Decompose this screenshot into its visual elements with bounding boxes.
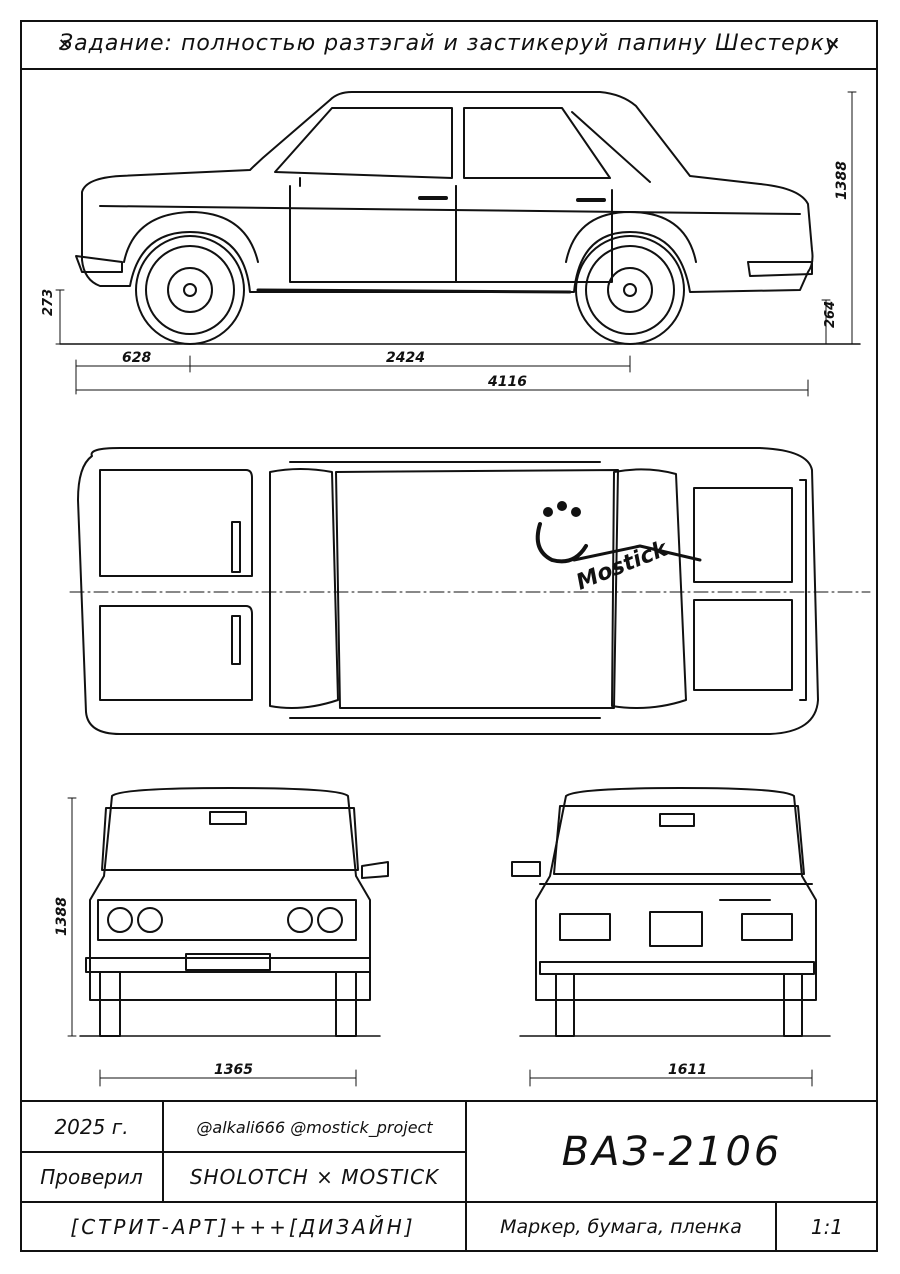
dim-front-track: 1365 [214,1062,253,1078]
drawing-sheet: × Задание: полностью разтэгай и застикер… [20,20,878,1252]
title-materials: Маркер, бумага, пленка [500,1216,742,1238]
header-title: Задание: полностью разтэгай и застикеруй… [59,31,839,56]
header-bar: × Задание: полностью разтэгай и застикер… [22,22,876,70]
title-authors: @alkali666 @mostick_project [196,1117,433,1137]
dim-rear-clearance: 264 [823,301,838,328]
front-view [79,787,389,1037]
side-dimension-lines [55,91,857,397]
mostick-sticker [535,501,702,564]
top-view [69,447,871,735]
header-right-mark: × [826,34,840,53]
title-year: 2025 г. [54,1115,129,1139]
title-tags: [СТРИТ-АРТ]+++[ДИЗАЙН] [70,1215,416,1239]
title-scale: 1:1 [810,1215,844,1239]
title-collab: SHOLOTCH × MOSTICK [189,1165,440,1189]
dim-rear-width: 1611 [668,1062,707,1078]
title-block-frame [20,1100,878,1252]
dim-side-height: 1388 [834,161,850,200]
rear-view [511,787,831,1037]
dim-front-clearance: 273 [41,289,56,316]
dim-front-overhang: 628 [122,350,151,366]
title-model: ВАЗ-2106 [561,1129,783,1175]
blueprint-drawing: 1388 273 264 628 2424 4116 1388 1365 161… [41,91,871,1087]
rear-dimension-lines [529,1069,813,1087]
side-view [59,91,861,345]
dim-wheelbase: 2424 [386,350,425,366]
front-dimension-lines [67,797,357,1087]
title-checked: Проверил [40,1165,143,1189]
header-left-mark: × [58,34,72,53]
dim-overall-length: 4116 [487,374,527,390]
dim-front-height: 1388 [54,897,70,936]
sticker-text: Mostick [573,536,672,596]
